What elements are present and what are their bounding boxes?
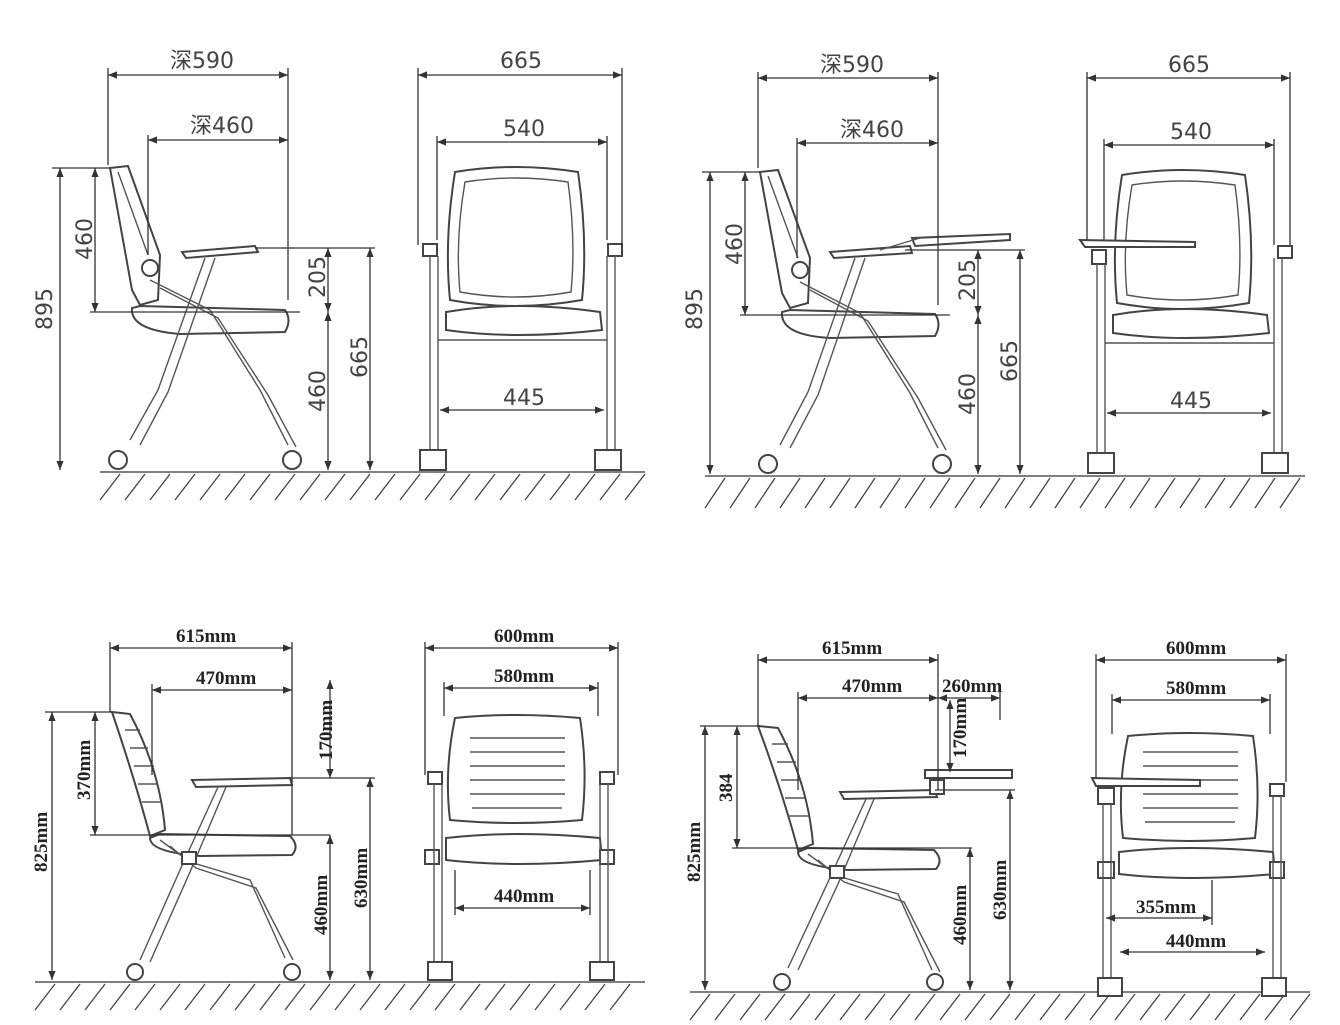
seat-depth-label: 深460 bbox=[190, 114, 254, 139]
side-view-chair-with-tablet bbox=[756, 724, 1013, 991]
front-dimensions: 600mm 580mm 355mm 440mm bbox=[1095, 638, 1287, 956]
ground-hatch bbox=[99, 471, 646, 501]
arm-height-label: 170mm bbox=[316, 700, 337, 760]
front-view-chair-with-tablet bbox=[1078, 169, 1293, 474]
back-height-label: 370mm bbox=[74, 740, 95, 800]
side-view-chair bbox=[108, 164, 302, 470]
overall-width-label: 665 bbox=[1168, 53, 1210, 78]
overall-depth-label: 深590 bbox=[170, 49, 234, 74]
arm-top-height-label: 630mm bbox=[351, 848, 372, 908]
side-view-chair-with-tablet bbox=[758, 168, 1011, 474]
total-height-label: 895 bbox=[33, 288, 58, 330]
seat-depth-label: 470mm bbox=[196, 668, 256, 689]
front-view-chair-with-tablet bbox=[1090, 732, 1287, 997]
seat-height-label: 460 bbox=[306, 370, 331, 412]
back-height-label: 460 bbox=[73, 218, 98, 260]
seat-depth-label: 470mm bbox=[842, 676, 902, 697]
front-view-chair bbox=[419, 166, 623, 471]
back-width-label: 540 bbox=[1170, 120, 1212, 145]
overall-depth-label: 615mm bbox=[822, 638, 882, 659]
side-dimensions: 615mm 470mm 260mm 825mm 384 170mm 460mm … bbox=[684, 638, 1015, 990]
side-dimensions: 深590 深460 895 460 205 460 665 bbox=[33, 49, 375, 470]
overall-depth-label: 615mm bbox=[176, 626, 236, 647]
ground-hatch bbox=[704, 475, 1305, 509]
arm-top-height-label: 630mm bbox=[990, 860, 1011, 920]
arm-top-height-label: 665 bbox=[998, 340, 1023, 382]
panel-top-left: 深590 深460 895 460 205 460 665 bbox=[33, 49, 646, 501]
panel-top-right: 深590 深460 895 460 205 460 665 bbox=[683, 53, 1305, 509]
seat-width-label: 440mm bbox=[1166, 931, 1226, 952]
side-dimensions: 615mm 470mm 825mm 370mm 170mm 460mm 630m… bbox=[31, 626, 375, 980]
overall-width-label: 600mm bbox=[494, 626, 554, 647]
panel-bottom-left: 615mm 470mm 825mm 370mm 170mm 460mm 630m… bbox=[31, 626, 645, 1011]
arm-top-height-label: 665 bbox=[348, 336, 373, 378]
seat-height-label: 460mm bbox=[311, 875, 332, 935]
front-view-chair bbox=[424, 714, 615, 981]
back-width-label: 540 bbox=[503, 117, 545, 142]
tablet-depth-label: 260mm bbox=[942, 676, 1002, 697]
side-dimensions: 深590 深460 895 460 205 460 665 bbox=[683, 53, 1025, 474]
tablet-offset-label: 355mm bbox=[1136, 897, 1196, 918]
front-dimensions: 665 540 445 bbox=[417, 49, 623, 414]
seat-width-label: 440mm bbox=[494, 886, 554, 907]
front-dimensions: 665 540 445 bbox=[1086, 53, 1291, 417]
overall-width-label: 665 bbox=[500, 49, 542, 74]
side-view-chair bbox=[110, 710, 301, 981]
total-height-label: 895 bbox=[683, 288, 708, 330]
ground-hatch bbox=[34, 981, 645, 1011]
arm-height-label: 205 bbox=[306, 256, 331, 298]
back-width-label: 580mm bbox=[494, 666, 554, 687]
arm-height-label: 205 bbox=[956, 259, 981, 301]
back-height-label: 460 bbox=[723, 223, 748, 265]
overall-width-label: 600mm bbox=[1166, 638, 1226, 659]
seat-height-label: 460 bbox=[956, 373, 981, 415]
ground-hatch bbox=[689, 991, 1311, 1021]
arm-height-label: 170mm bbox=[950, 698, 971, 758]
seat-height-label: 460mm bbox=[950, 885, 971, 945]
panel-bottom-right: 615mm 470mm 260mm 825mm 384 170mm 460mm … bbox=[684, 638, 1311, 1021]
seat-width-label: 445 bbox=[1170, 389, 1212, 414]
front-dimensions: 600mm 580mm 440mm bbox=[424, 626, 619, 915]
seat-width-label: 445 bbox=[503, 386, 545, 411]
total-height-label: 825mm bbox=[684, 822, 705, 882]
back-width-label: 580mm bbox=[1166, 678, 1226, 699]
overall-depth-label: 深590 bbox=[820, 53, 884, 78]
total-height-label: 825mm bbox=[31, 812, 52, 872]
back-height-label: 384 bbox=[716, 773, 737, 802]
seat-depth-label: 深460 bbox=[840, 118, 904, 143]
